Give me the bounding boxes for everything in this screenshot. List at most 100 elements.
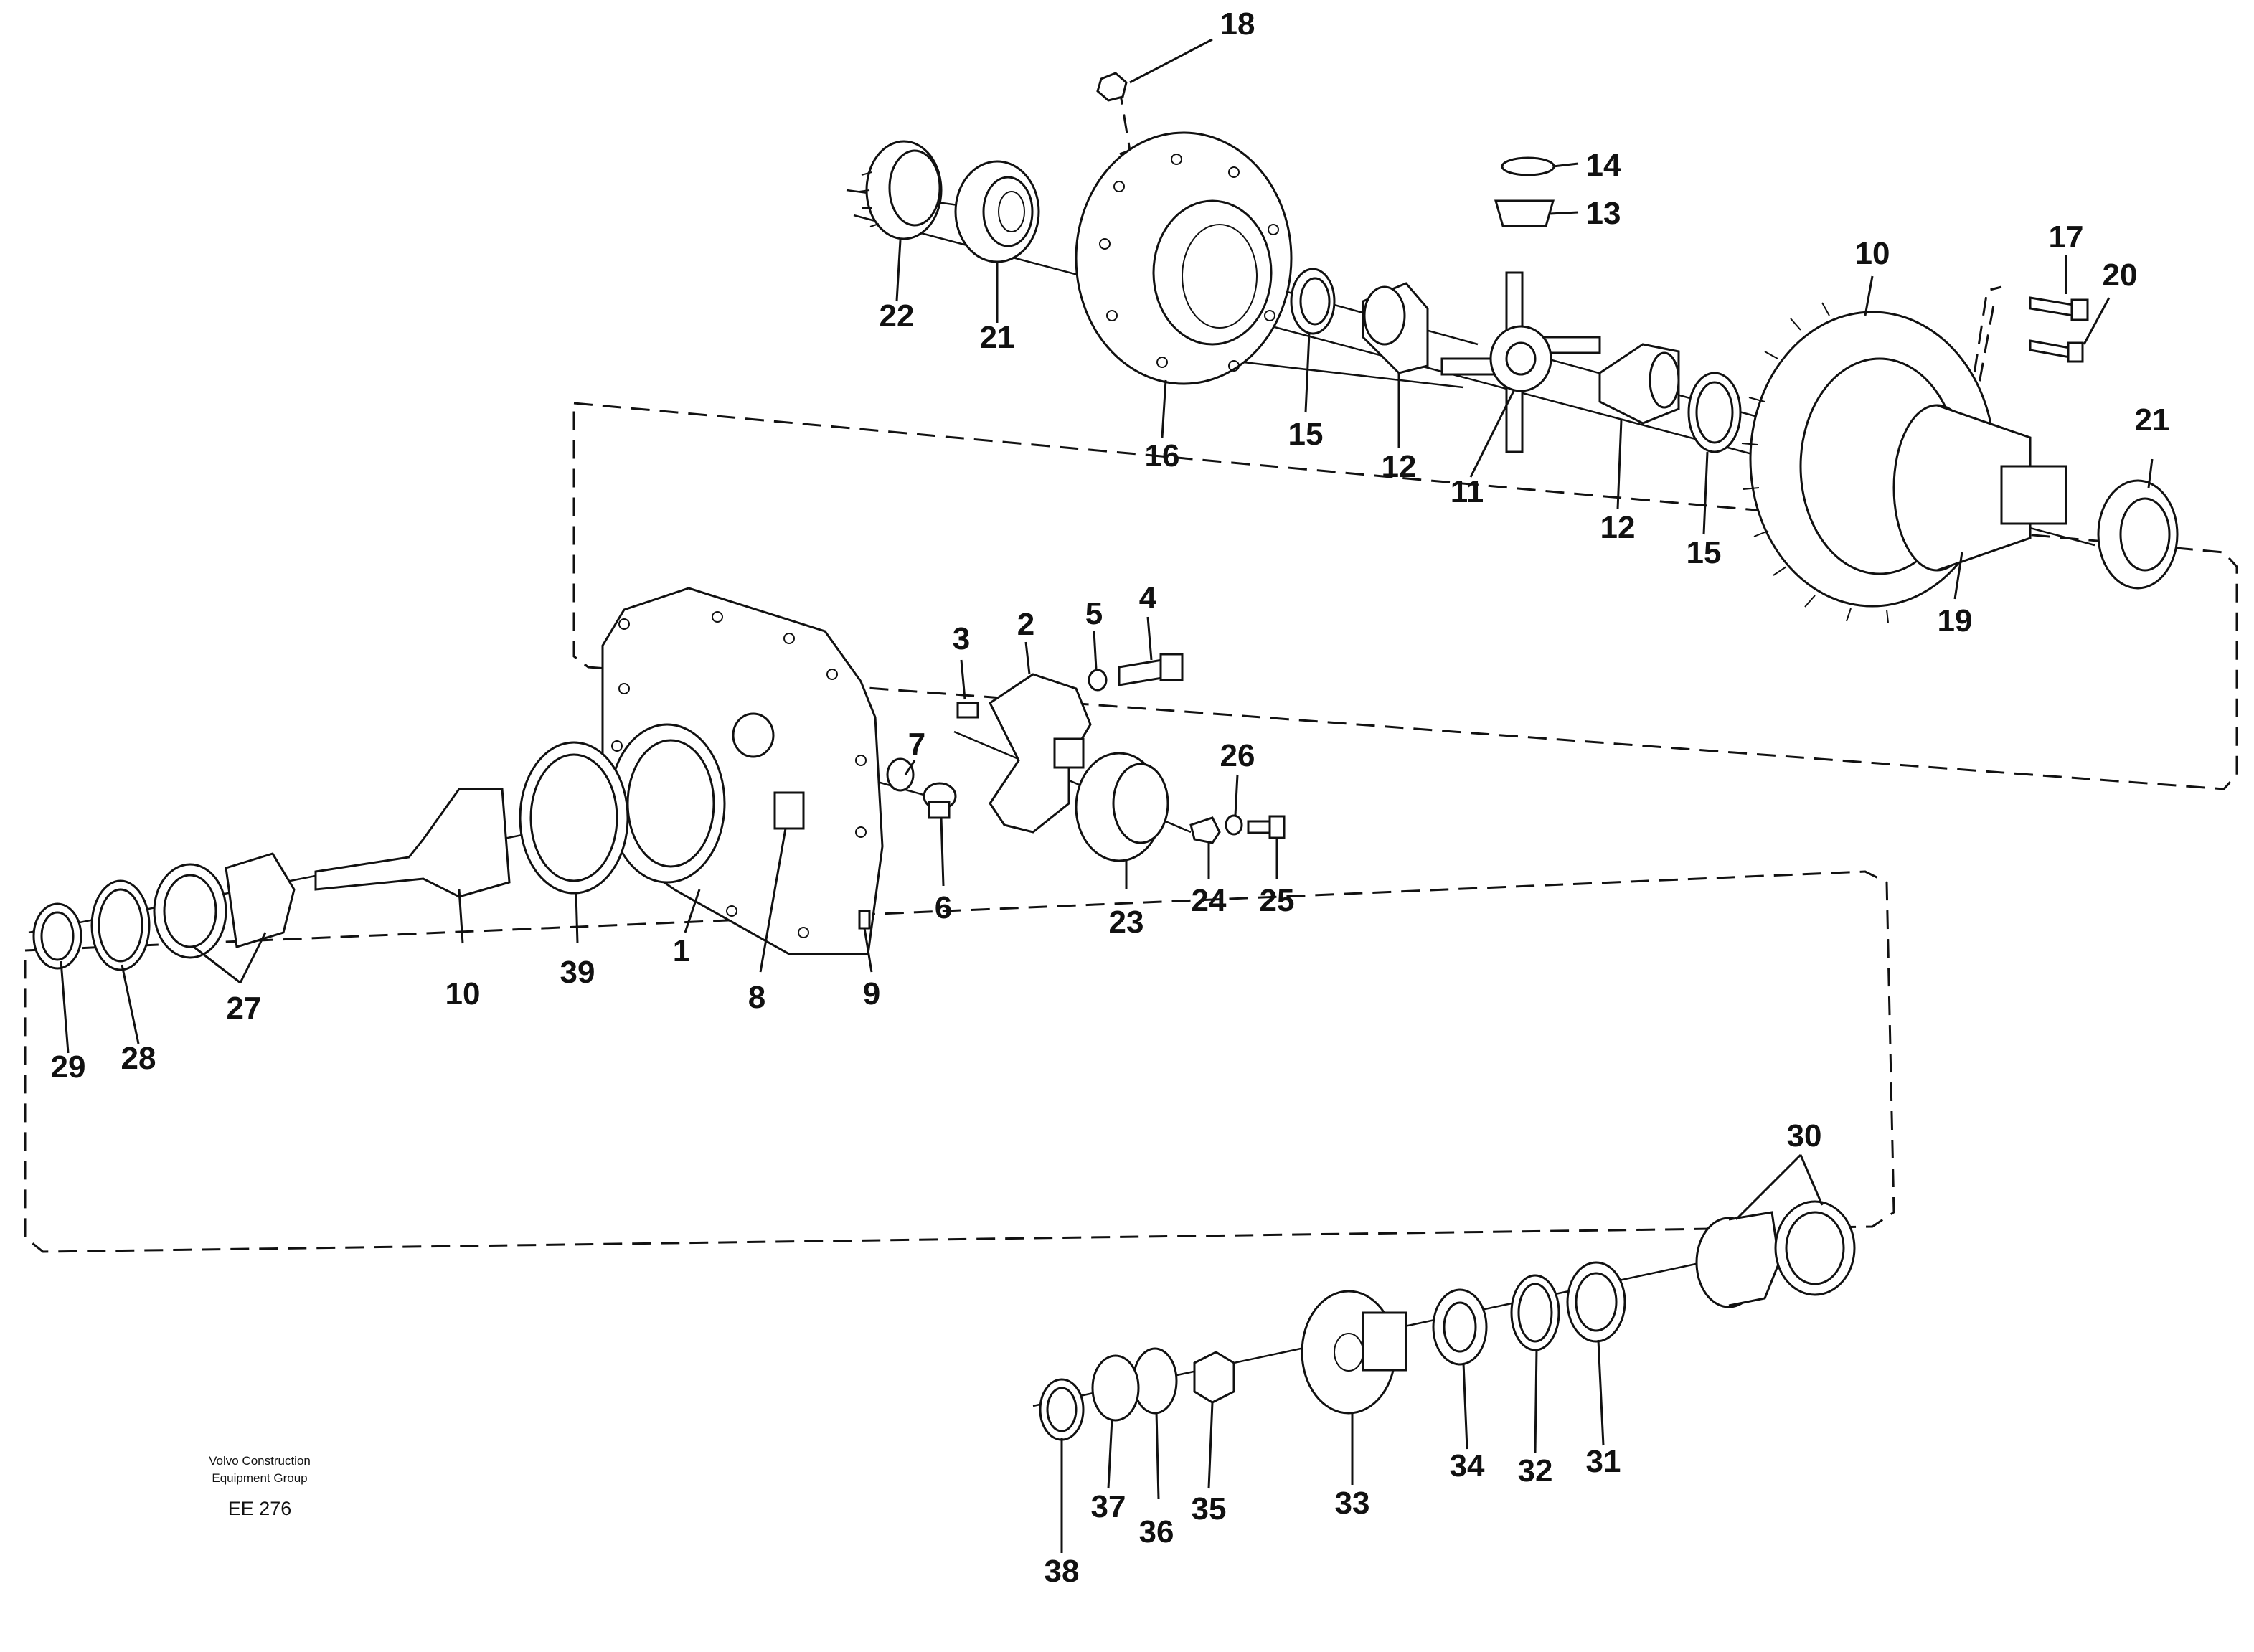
washer-5 bbox=[1088, 669, 1108, 692]
side-gear-12-left bbox=[1362, 282, 1429, 374]
leader-27 bbox=[193, 932, 267, 984]
ring-39 bbox=[519, 741, 629, 895]
label-26: 26 bbox=[1220, 738, 1255, 773]
washer-15-left bbox=[1290, 268, 1336, 335]
label-15b: 15 bbox=[1687, 535, 1722, 570]
leader-11 bbox=[1469, 390, 1515, 478]
leader-8 bbox=[759, 828, 787, 973]
dowel-3 bbox=[956, 702, 979, 719]
leader-10b bbox=[458, 889, 464, 944]
leader-7 bbox=[904, 760, 916, 775]
label-19: 19 bbox=[1938, 603, 1973, 638]
label-18: 18 bbox=[1220, 6, 1255, 42]
leader-29 bbox=[60, 960, 70, 1054]
bearing-21-upper bbox=[954, 160, 1040, 263]
label-25: 25 bbox=[1260, 883, 1295, 918]
washer-26 bbox=[1225, 814, 1243, 836]
ring-nut-22 bbox=[859, 140, 943, 240]
drawing-code: EE 276 bbox=[228, 1498, 292, 1519]
leader-1 bbox=[684, 889, 701, 933]
leader-22 bbox=[895, 240, 902, 302]
label-24: 24 bbox=[1192, 883, 1227, 918]
label-37: 37 bbox=[1091, 1489, 1126, 1524]
leader-31 bbox=[1597, 1339, 1605, 1446]
leader-18 bbox=[1129, 38, 1213, 84]
leader-20 bbox=[2083, 297, 2111, 345]
nut-18 bbox=[1096, 72, 1128, 102]
leader-14 bbox=[1552, 162, 1579, 168]
ring-nut-23 bbox=[1075, 752, 1169, 862]
credit-block: Volvo Construction Equipment Group EE 27… bbox=[209, 1454, 311, 1519]
flange-33 bbox=[1301, 1290, 1407, 1415]
label-10a: 10 bbox=[1855, 236, 1890, 271]
label-21a: 21 bbox=[980, 320, 1015, 355]
part-labels: 18 14 13 22 21 16 15 12 11 12 15 10 19 2… bbox=[51, 6, 2170, 1589]
label-3: 3 bbox=[953, 621, 970, 656]
washer-15-right bbox=[1687, 372, 1742, 453]
bearing-30 bbox=[1695, 1200, 1856, 1308]
side-gear-12-right bbox=[1598, 343, 1680, 425]
leader-4 bbox=[1146, 616, 1153, 661]
bolt-17 bbox=[2029, 296, 2089, 321]
label-14: 14 bbox=[1586, 148, 1621, 183]
label-27: 27 bbox=[227, 991, 262, 1026]
label-6: 6 bbox=[935, 890, 952, 925]
spider-11 bbox=[1440, 271, 1601, 453]
differential-case-19 bbox=[1892, 404, 2067, 572]
label-5: 5 bbox=[1085, 596, 1103, 631]
leader-28 bbox=[121, 964, 140, 1044]
label-30: 30 bbox=[1787, 1118, 1822, 1153]
bolt-4 bbox=[1118, 653, 1184, 686]
shim-32 bbox=[1510, 1274, 1560, 1351]
label-12a: 12 bbox=[1382, 449, 1417, 484]
label-20: 20 bbox=[2103, 258, 2138, 293]
upper-differential-group bbox=[859, 72, 2179, 623]
label-33: 33 bbox=[1335, 1486, 1370, 1521]
pinion-gear-13 bbox=[1494, 199, 1555, 227]
label-28: 28 bbox=[121, 1041, 156, 1076]
label-36: 36 bbox=[1139, 1514, 1174, 1549]
leader-15a bbox=[1304, 333, 1311, 413]
label-31: 31 bbox=[1586, 1444, 1621, 1479]
leader-26 bbox=[1234, 774, 1239, 816]
label-32: 32 bbox=[1518, 1453, 1553, 1488]
lower-flange-group bbox=[1039, 1200, 1856, 1441]
circlip-38 bbox=[1039, 1378, 1085, 1441]
label-21b: 21 bbox=[2135, 402, 2170, 438]
seal-34 bbox=[1432, 1288, 1488, 1366]
bolt-20 bbox=[2029, 339, 2084, 363]
lock-plate-37 bbox=[1091, 1354, 1140, 1422]
leader-34 bbox=[1462, 1362, 1468, 1450]
washer-29 bbox=[32, 902, 82, 970]
middle-housing-group bbox=[32, 587, 1286, 971]
screw-9 bbox=[858, 910, 871, 930]
plug-6 bbox=[923, 782, 957, 819]
leader-16 bbox=[1161, 379, 1167, 438]
label-38: 38 bbox=[1045, 1554, 1080, 1589]
label-2: 2 bbox=[1017, 607, 1034, 642]
leader-2 bbox=[1024, 641, 1031, 675]
label-10b: 10 bbox=[445, 976, 481, 1011]
lock-plate-36 bbox=[1132, 1347, 1178, 1415]
label-16: 16 bbox=[1145, 438, 1180, 473]
leader-10a bbox=[1864, 275, 1874, 316]
leader-3 bbox=[960, 659, 966, 700]
leader-9 bbox=[863, 928, 873, 973]
credit-line-1: Volvo Construction bbox=[209, 1454, 311, 1468]
label-11: 11 bbox=[1451, 474, 1484, 509]
lock-24 bbox=[1189, 816, 1221, 844]
leader-35 bbox=[1207, 1402, 1214, 1489]
label-15a: 15 bbox=[1288, 417, 1324, 452]
label-12b: 12 bbox=[1600, 510, 1636, 545]
bearing-cup-housing bbox=[608, 723, 726, 884]
label-9: 9 bbox=[863, 976, 880, 1011]
label-8: 8 bbox=[748, 980, 765, 1015]
leader-19 bbox=[1953, 552, 1963, 600]
upper-group-frame bbox=[572, 402, 2238, 790]
label-35: 35 bbox=[1192, 1491, 1227, 1526]
label-23: 23 bbox=[1109, 905, 1144, 940]
label-4: 4 bbox=[1139, 580, 1157, 615]
credit-line-2: Equipment Group bbox=[212, 1471, 307, 1485]
leader-36 bbox=[1155, 1411, 1160, 1500]
leader-13 bbox=[1549, 211, 1579, 215]
